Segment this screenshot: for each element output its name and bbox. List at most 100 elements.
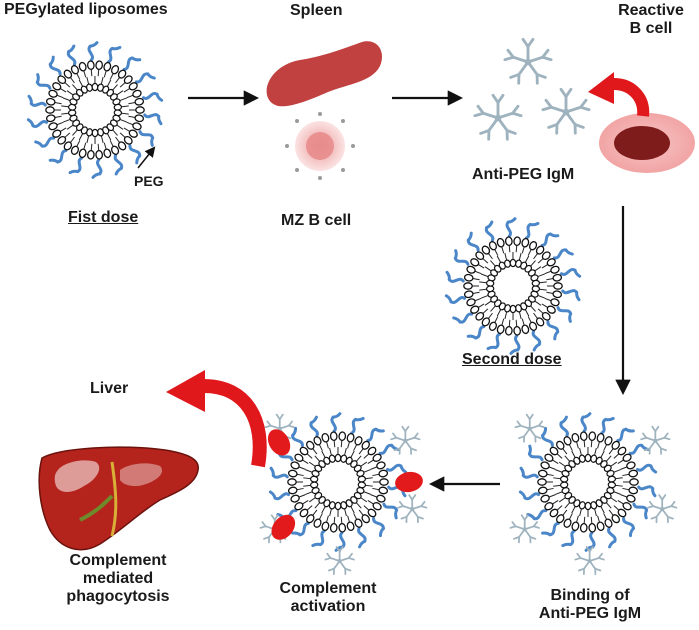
peg-chain [113, 154, 124, 170]
liposome-first-dose [26, 41, 164, 179]
igm-antibody-shape [574, 546, 605, 576]
peg-chain [350, 417, 358, 435]
igm-antibody-shape [324, 546, 355, 576]
peg-chain [122, 56, 134, 71]
peg-chain [546, 320, 560, 334]
peg-chain [29, 101, 47, 107]
complement-protein [267, 429, 291, 456]
peg-chain [523, 492, 541, 501]
peg-chain [40, 136, 56, 148]
peg-chain [568, 529, 576, 547]
liver-icon [38, 446, 199, 551]
peg-chain [637, 485, 655, 491]
label-complement-mediated-phagocytosis: Complement mediated phagocytosis [28, 552, 208, 606]
label-complement-activation: Complement activation [258, 580, 398, 616]
peg-chain [35, 80, 52, 90]
peg-chain [600, 417, 608, 435]
peg-chain [56, 149, 68, 164]
peg-chain [291, 433, 304, 447]
peg-chain [134, 72, 150, 84]
peg-chain [107, 46, 114, 64]
peg-chain [48, 62, 62, 76]
peg-chain [66, 50, 77, 66]
liposome-binding-igm [509, 412, 678, 576]
igm-antibody-shape [640, 425, 671, 455]
peg-chain [559, 421, 569, 438]
peg-chain [141, 91, 159, 100]
peg-chain [552, 248, 568, 260]
peg-chain [632, 502, 649, 512]
label-cmp-line1: Complement [69, 552, 167, 569]
liposome-second-dose [444, 217, 582, 355]
mz-b-cell-icon [285, 112, 355, 180]
label-binding-line1: Binding of [550, 587, 630, 604]
peg-chain [143, 113, 161, 119]
label-second-dose: Second dose [462, 351, 562, 368]
peg-chain [385, 463, 403, 472]
peg-chain [607, 526, 617, 543]
label-spleen: Spleen [290, 2, 343, 19]
label-cmp-line3: phagocytosis [66, 587, 170, 605]
liposome-complement-activation [259, 412, 428, 576]
peg-chain [96, 158, 103, 176]
peg-chain [458, 312, 474, 324]
label-liver: Liver [90, 380, 129, 397]
peg-chain [449, 296, 467, 305]
igm-antibody-shape [473, 93, 523, 141]
peg-chain [138, 130, 155, 140]
spleen-icon [266, 41, 382, 107]
peg-chain [494, 332, 501, 350]
igm-antibody-shape [390, 425, 421, 455]
label-reactive-line1: Reactive [618, 2, 684, 19]
label-ca-line2: activation [290, 597, 366, 615]
peg-chain [87, 44, 94, 62]
peg-chain [271, 473, 289, 479]
peg-chain [580, 415, 587, 433]
peg-chain [622, 517, 635, 531]
peg-chain [330, 415, 337, 433]
peg-chain [556, 306, 573, 316]
label-cmp-line2: mediated [82, 569, 154, 587]
label-first-dose: Fist dose [68, 209, 139, 226]
igm-antibody-shape [541, 87, 591, 135]
peg-chain [521, 473, 539, 479]
reactive-b-cell-icon [599, 113, 695, 173]
peg-chain [382, 502, 399, 512]
label-anti-peg-igm: Anti-PEG IgM [472, 166, 575, 183]
peg-chain [589, 531, 596, 549]
peg-chain [561, 289, 579, 295]
peg-chain [559, 267, 577, 276]
label-binding-line2: Anti-PEG IgM [538, 604, 642, 622]
peg-chain [128, 144, 142, 158]
peg-chain [525, 222, 532, 240]
peg-chain [532, 509, 548, 521]
peg-chain [484, 226, 495, 242]
peg-chain [541, 433, 554, 447]
peg-chain [298, 521, 310, 537]
peg-chain [339, 531, 346, 549]
label-mz-b-cell: MZ B cell [281, 212, 352, 229]
peg-chain [273, 492, 291, 501]
igm-antibody-shape [397, 494, 428, 524]
peg-chain [318, 529, 326, 547]
peg-chain [531, 330, 542, 346]
peg-chain [31, 120, 49, 129]
peg-chain [540, 232, 552, 247]
igm-antibody-shape [514, 413, 545, 443]
label-peg: PEG [134, 173, 164, 189]
igm-antibody-shape [647, 494, 678, 524]
igm-antibody-shape [509, 514, 540, 544]
peg-chain [76, 156, 83, 174]
peg-chain [514, 334, 521, 352]
complement-protein [395, 471, 423, 493]
label-binding-of-anti-peg-igm: Binding of Anti-PEG IgM [510, 587, 670, 623]
peg-chain [466, 238, 480, 252]
curved-arrow-red-reactive [588, 72, 650, 117]
curved-arrow-red-liver [166, 370, 267, 468]
peg-chain [357, 526, 367, 543]
peg-chain [527, 452, 544, 462]
complement-protein [271, 514, 296, 540]
igm-antibody-icon [541, 87, 591, 135]
peg-chain [474, 325, 486, 340]
